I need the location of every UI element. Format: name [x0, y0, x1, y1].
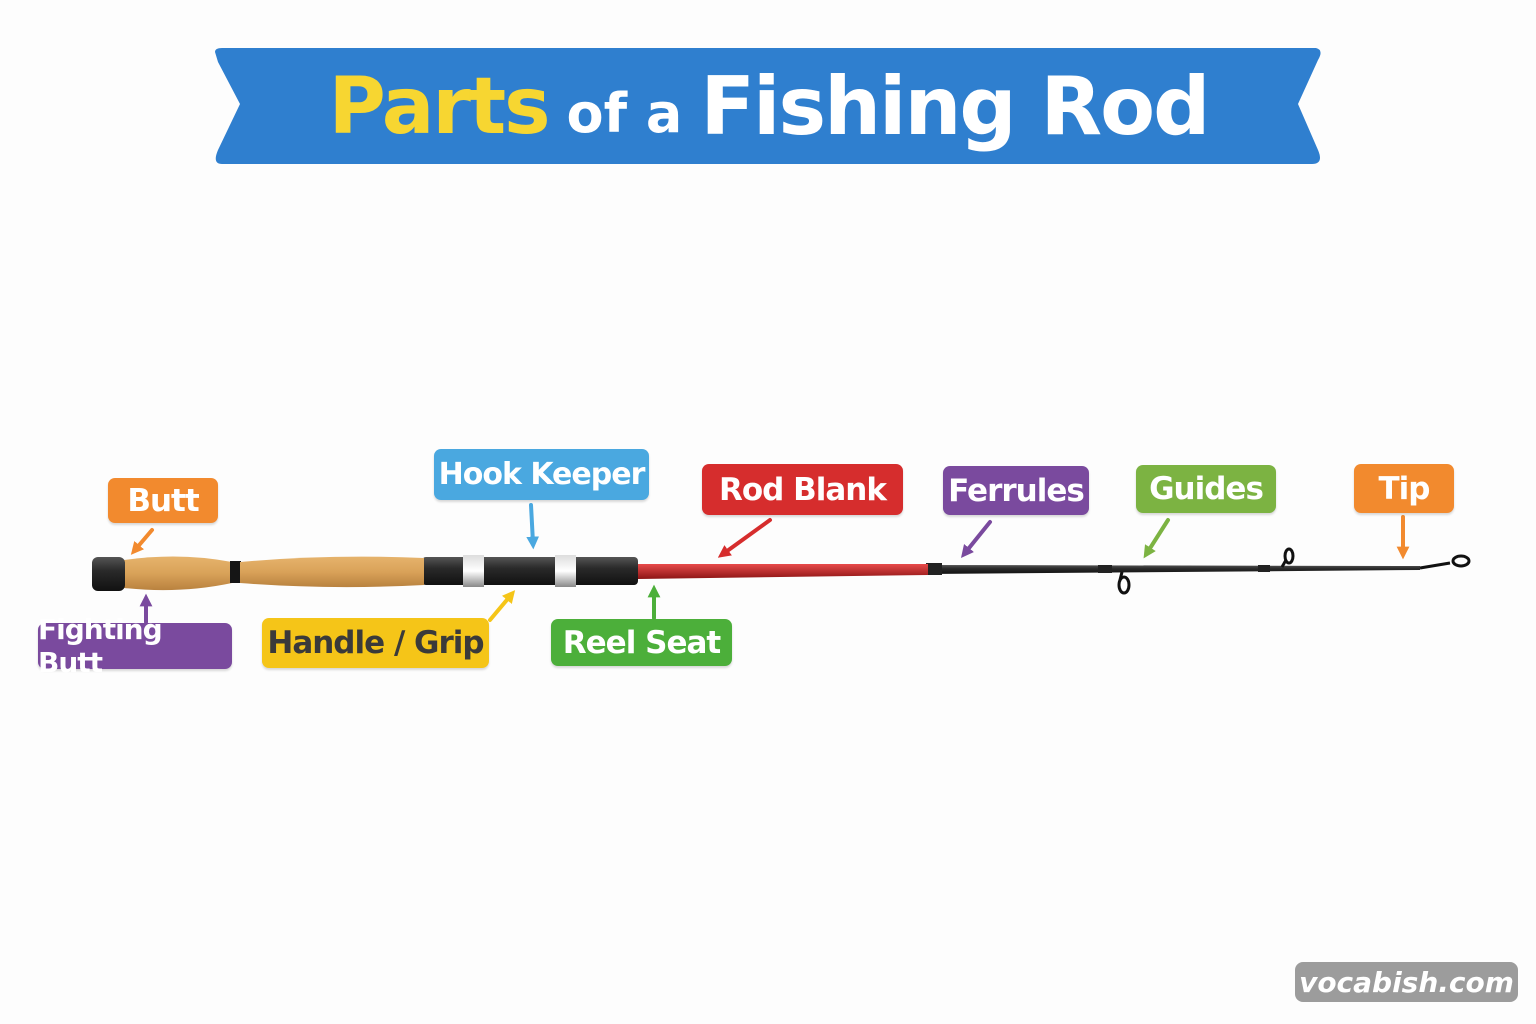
watermark: vocabish.com [1295, 962, 1518, 1002]
rod-blank-arrow [717, 518, 772, 558]
title-fishing-rod: Fishing Rod [700, 60, 1210, 153]
hook-keeper-arrow [526, 503, 540, 550]
label-butt: Butt [108, 478, 218, 523]
label-tip: Tip [1354, 464, 1454, 513]
rod-tip-section [928, 565, 1420, 574]
title-of-a: of a [566, 82, 683, 145]
guides-arrow [1143, 518, 1170, 559]
label-hook-keeper: Hook Keeper [434, 449, 649, 500]
ferrule [1258, 565, 1270, 572]
guide [1117, 571, 1131, 595]
title-parts: Parts [328, 61, 551, 152]
label-reel-seat: Reel Seat [551, 619, 732, 666]
handle-arrow [488, 590, 516, 622]
label-guides: Guides [1136, 465, 1276, 513]
ferrule [1098, 565, 1112, 573]
butt-arrow [130, 528, 154, 555]
reel-seat [422, 557, 638, 585]
cork-grip-rear [124, 556, 232, 591]
label-handle-grip: Handle / Grip [262, 618, 489, 668]
page-title: Parts of a Fishing Rod [215, 48, 1322, 165]
ferrule [926, 563, 942, 575]
cork-grip-front [240, 556, 424, 588]
title-banner [215, 48, 1321, 164]
label-ferrules: Ferrules [943, 466, 1089, 515]
ferrules-arrow [960, 520, 992, 558]
tip-top [1419, 554, 1471, 570]
label-fighting-butt: Fighting Butt [38, 613, 232, 679]
butt-cap [92, 557, 125, 591]
guide [1280, 547, 1295, 568]
label-rod-blank: Rod Blank [702, 464, 903, 515]
rod-blank [638, 564, 928, 579]
